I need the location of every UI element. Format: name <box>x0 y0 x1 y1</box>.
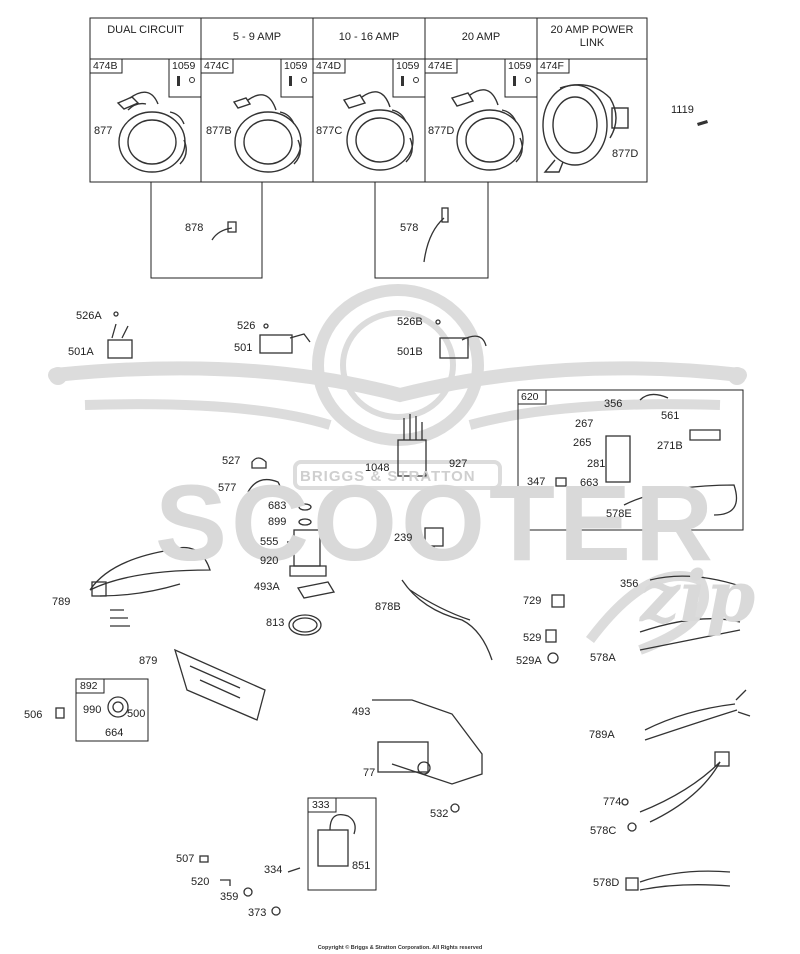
code-474F[interactable]: 474F <box>540 60 564 72</box>
label-578[interactable]: 578 <box>400 222 419 234</box>
label-281[interactable]: 281 <box>587 458 606 470</box>
label-267[interactable]: 267 <box>575 418 594 430</box>
label-526A[interactable]: 526A <box>76 310 102 322</box>
stator-474C <box>232 94 302 173</box>
part-sketches <box>55 207 751 916</box>
label-877D-b[interactable]: 877D <box>612 148 639 160</box>
label-789[interactable]: 789 <box>52 596 71 608</box>
label-578E[interactable]: 578E <box>606 508 632 520</box>
label-789A[interactable]: 789A <box>589 729 615 741</box>
label-506[interactable]: 506 <box>24 709 43 721</box>
stator-474D <box>342 91 414 171</box>
watermark-word: SCOOTER <box>155 462 718 583</box>
label-356-a[interactable]: 356 <box>604 398 623 410</box>
label-683[interactable]: 683 <box>268 500 287 512</box>
label-507[interactable]: 507 <box>176 853 195 865</box>
code-1059-c[interactable]: 1059 <box>396 60 420 72</box>
code-892[interactable]: 892 <box>80 680 98 692</box>
code-474C[interactable]: 474C <box>204 60 230 72</box>
label-501A[interactable]: 501A <box>68 346 94 358</box>
label-877B[interactable]: 877B <box>206 125 232 137</box>
code-474B[interactable]: 474B <box>93 60 118 72</box>
code-474E[interactable]: 474E <box>428 60 453 72</box>
label-527[interactable]: 527 <box>222 455 241 467</box>
header-10-16-amp: 10 - 16 AMP <box>338 31 400 43</box>
label-532[interactable]: 532 <box>430 808 449 820</box>
label-526B[interactable]: 526B <box>397 316 423 328</box>
label-359[interactable]: 359 <box>220 891 239 903</box>
label-500[interactable]: 500 <box>127 708 146 720</box>
label-877D-a[interactable]: 877D <box>428 125 455 137</box>
label-501[interactable]: 501 <box>234 342 253 354</box>
code-474D[interactable]: 474D <box>316 60 342 72</box>
stator-474E <box>450 89 524 171</box>
label-77[interactable]: 77 <box>363 767 376 779</box>
label-239[interactable]: 239 <box>394 532 413 544</box>
header-dual-circuit: DUAL CIRCUIT <box>107 24 184 36</box>
label-356-b[interactable]: 356 <box>620 578 639 590</box>
code-1059-d[interactable]: 1059 <box>508 60 532 72</box>
copyright-notice: Copyright © Briggs & Stratton Corporatio… <box>317 945 483 951</box>
label-265[interactable]: 265 <box>573 437 592 449</box>
stator-474F <box>542 84 629 173</box>
label-1048[interactable]: 1048 <box>365 462 390 474</box>
label-529[interactable]: 529 <box>523 632 542 644</box>
label-493A[interactable]: 493A <box>254 581 280 593</box>
label-555[interactable]: 555 <box>260 536 279 548</box>
code-333[interactable]: 333 <box>312 799 330 811</box>
stator-474B <box>116 91 187 173</box>
sub-boxes <box>75 181 744 891</box>
watermark-brand: BRIGGS & STRATTON <box>300 468 476 485</box>
label-271B[interactable]: 271B <box>657 440 683 452</box>
label-347[interactable]: 347 <box>527 476 546 488</box>
code-620[interactable]: 620 <box>521 391 539 403</box>
label-813[interactable]: 813 <box>266 617 285 629</box>
header-5-9-amp: 5 - 9 AMP <box>232 31 282 43</box>
watermark-logo <box>48 284 747 655</box>
label-1119[interactable]: 1119 <box>671 104 694 116</box>
code-1059-a[interactable]: 1059 <box>172 60 196 72</box>
label-729[interactable]: 729 <box>523 595 542 607</box>
label-520[interactable]: 520 <box>191 876 210 888</box>
label-578A[interactable]: 578A <box>590 652 616 664</box>
label-577[interactable]: 577 <box>218 482 237 494</box>
label-561[interactable]: 561 <box>661 410 680 422</box>
label-664[interactable]: 664 <box>105 727 124 739</box>
label-878B[interactable]: 878B <box>375 601 401 613</box>
screw-icons <box>177 76 708 126</box>
watermark-script: zip <box>640 555 756 638</box>
label-578D[interactable]: 578D <box>593 877 620 889</box>
kit-620-sketch <box>555 393 738 516</box>
label-878[interactable]: 878 <box>185 222 204 234</box>
code-1059-b[interactable]: 1059 <box>284 60 308 72</box>
label-927[interactable]: 927 <box>449 458 468 470</box>
header-20-amp: 20 AMP <box>461 31 501 43</box>
label-990[interactable]: 990 <box>83 704 102 716</box>
label-877[interactable]: 877 <box>94 125 113 137</box>
label-920[interactable]: 920 <box>260 555 279 567</box>
label-774[interactable]: 774 <box>603 796 622 808</box>
label-578C[interactable]: 578C <box>590 825 617 837</box>
label-529A[interactable]: 529A <box>516 655 542 667</box>
label-851[interactable]: 851 <box>352 860 371 872</box>
label-879[interactable]: 879 <box>139 655 158 667</box>
label-899[interactable]: 899 <box>268 516 287 528</box>
label-334[interactable]: 334 <box>264 864 283 876</box>
label-663[interactable]: 663 <box>580 477 599 489</box>
label-493[interactable]: 493 <box>352 706 371 718</box>
label-877C[interactable]: 877C <box>316 125 343 137</box>
stator-table <box>89 17 648 183</box>
header-20-amp-power-link: 20 AMP POWER LINK <box>550 24 634 49</box>
label-526[interactable]: 526 <box>237 320 256 332</box>
label-373[interactable]: 373 <box>248 907 267 919</box>
label-501B[interactable]: 501B <box>397 346 423 358</box>
